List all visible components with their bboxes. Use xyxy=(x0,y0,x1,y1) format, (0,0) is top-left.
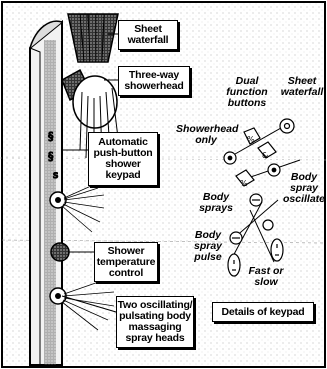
label-fast-or-slow: Fast or slow xyxy=(244,266,288,288)
label-body-sprays: Body sprays xyxy=(192,192,240,214)
details-of-keypad-title: Details of keypad xyxy=(212,302,314,322)
callout-keypad: Automatic push-button shower keypad xyxy=(88,132,158,186)
callout-temperature-control: Shower temperature control xyxy=(94,242,158,282)
svg-text:s: s xyxy=(53,170,58,181)
svg-text:§: § xyxy=(48,150,54,163)
svg-text:%: % xyxy=(240,179,248,188)
fast-slow-rocker-right xyxy=(271,239,283,261)
sheet-waterfall-button xyxy=(280,119,294,133)
label-body-spray-oscillate: Body spray oscillate xyxy=(282,172,326,205)
svg-text:&: & xyxy=(262,151,268,160)
callout-body-spray-heads: Two oscillating/ pulsating body massagin… xyxy=(116,296,194,348)
svg-text:§: § xyxy=(48,130,54,143)
label-body-spray-pulse: Body spray pulse xyxy=(186,230,230,263)
label-showerhead-only: Showerhead only xyxy=(176,124,236,146)
callout-sheet-waterfall: Sheet waterfall xyxy=(118,20,178,50)
label-dual-function-buttons: Dual function buttons xyxy=(224,76,270,109)
callout-three-way-showerhead: Three-way showerhead xyxy=(118,66,190,96)
label-sheet-waterfall: Sheet waterfall xyxy=(278,76,326,98)
svg-text:%: % xyxy=(247,135,255,144)
